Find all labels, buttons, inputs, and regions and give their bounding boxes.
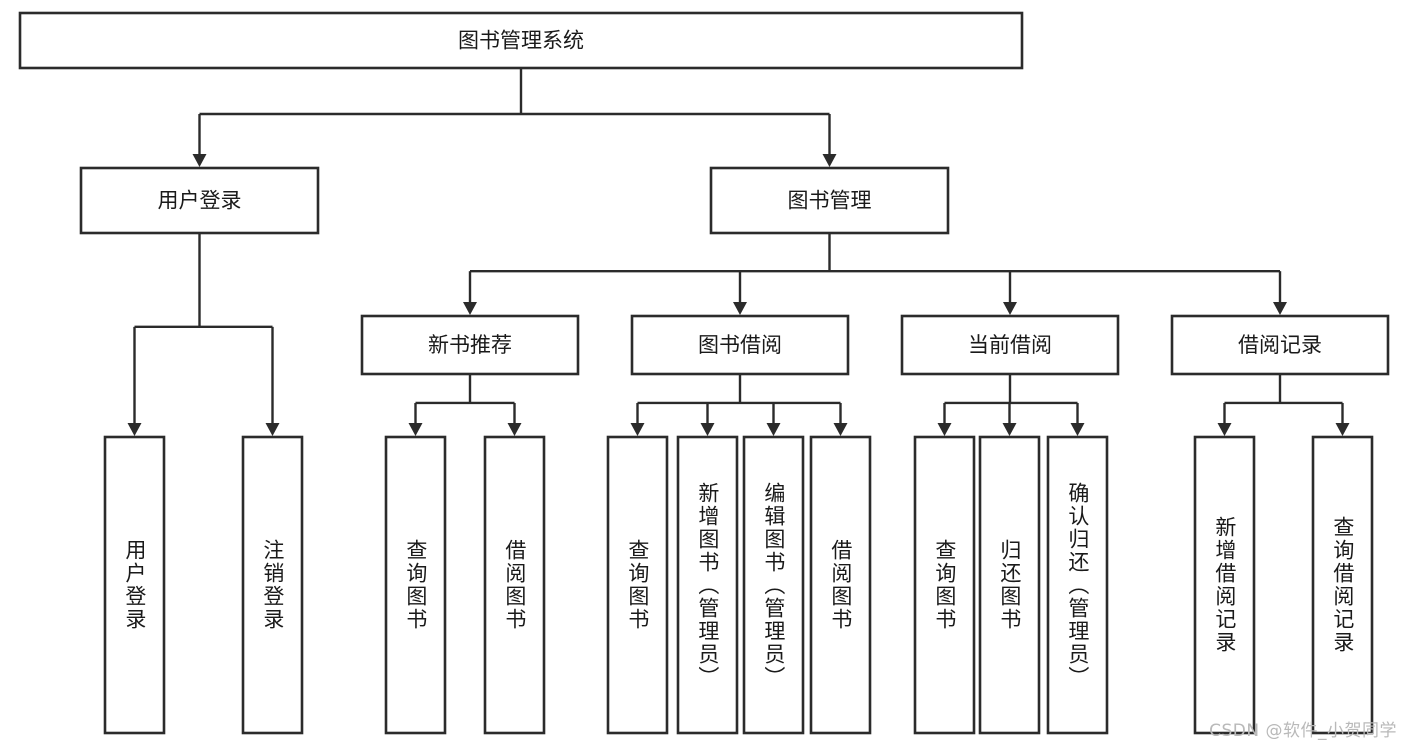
arrow-head-icon [833, 423, 848, 436]
node-box-book-manage[interactable] [709, 166, 950, 235]
node-box-leaf-query-book-3[interactable] [913, 435, 976, 735]
node-box-leaf-query-record[interactable] [1311, 435, 1374, 735]
arrow-head-icon [1217, 423, 1232, 436]
arrow-head-icon [733, 302, 747, 315]
node-box-new-book-recommend[interactable] [360, 314, 580, 376]
node-box-user-login[interactable] [79, 166, 320, 235]
node-box-root[interactable] [18, 11, 1024, 70]
arrow-head-icon [822, 154, 837, 167]
node-label-book-borrow: 图书借阅 [698, 333, 782, 357]
node-box-leaf-borrow-book-1[interactable] [483, 435, 546, 735]
arrow-head-icon [265, 423, 280, 436]
arrow-head-icon [1273, 302, 1287, 315]
node-box-leaf-borrow-book-2[interactable] [809, 435, 872, 735]
arrow-head-icon [192, 154, 207, 167]
node-box-leaf-query-book-2[interactable] [606, 435, 669, 735]
arrow-head-icon [700, 423, 715, 436]
node-label-new-book-recommend: 新书推荐 [428, 333, 512, 357]
node-box-leaf-add-record[interactable] [1193, 435, 1256, 735]
node-box-current-borrow[interactable] [900, 314, 1120, 376]
node-box-leaf-edit-book[interactable] [742, 435, 805, 735]
node-box-borrow-record[interactable] [1170, 314, 1390, 376]
node-box-leaf-query-book-1[interactable] [384, 435, 447, 735]
node-label-user-login: 用户登录 [158, 189, 242, 213]
node-box-leaf-logout[interactable] [241, 435, 304, 735]
node-box-leaf-user-login[interactable] [103, 435, 166, 735]
node-box-leaf-return-book[interactable] [978, 435, 1041, 735]
node-label-borrow-record: 借阅记录 [1238, 333, 1322, 357]
node-label-current-borrow: 当前借阅 [968, 333, 1052, 357]
node-boxes-group [18, 11, 1390, 735]
arrow-head-icon [1335, 423, 1350, 436]
arrow-head-icon [1002, 423, 1017, 436]
node-box-leaf-confirm-return[interactable] [1046, 435, 1109, 735]
arrow-head-icon [463, 302, 477, 315]
arrow-head-icon [1070, 423, 1085, 436]
arrow-head-icon [937, 423, 952, 436]
node-box-book-borrow[interactable] [630, 314, 850, 376]
watermark-text: CSDN @软件_小贺同学 [1209, 721, 1397, 741]
connector-lines-group [127, 68, 1350, 436]
arrow-head-icon [630, 423, 645, 436]
node-label-book-manage: 图书管理 [788, 189, 872, 213]
arrow-head-icon [408, 423, 423, 436]
arrow-head-icon [127, 423, 142, 436]
arrow-head-icon [1003, 302, 1017, 315]
node-box-leaf-add-book[interactable] [676, 435, 739, 735]
node-label-root: 图书管理系统 [458, 29, 584, 53]
arrow-head-icon [507, 423, 522, 436]
arrow-head-icon [766, 423, 781, 436]
